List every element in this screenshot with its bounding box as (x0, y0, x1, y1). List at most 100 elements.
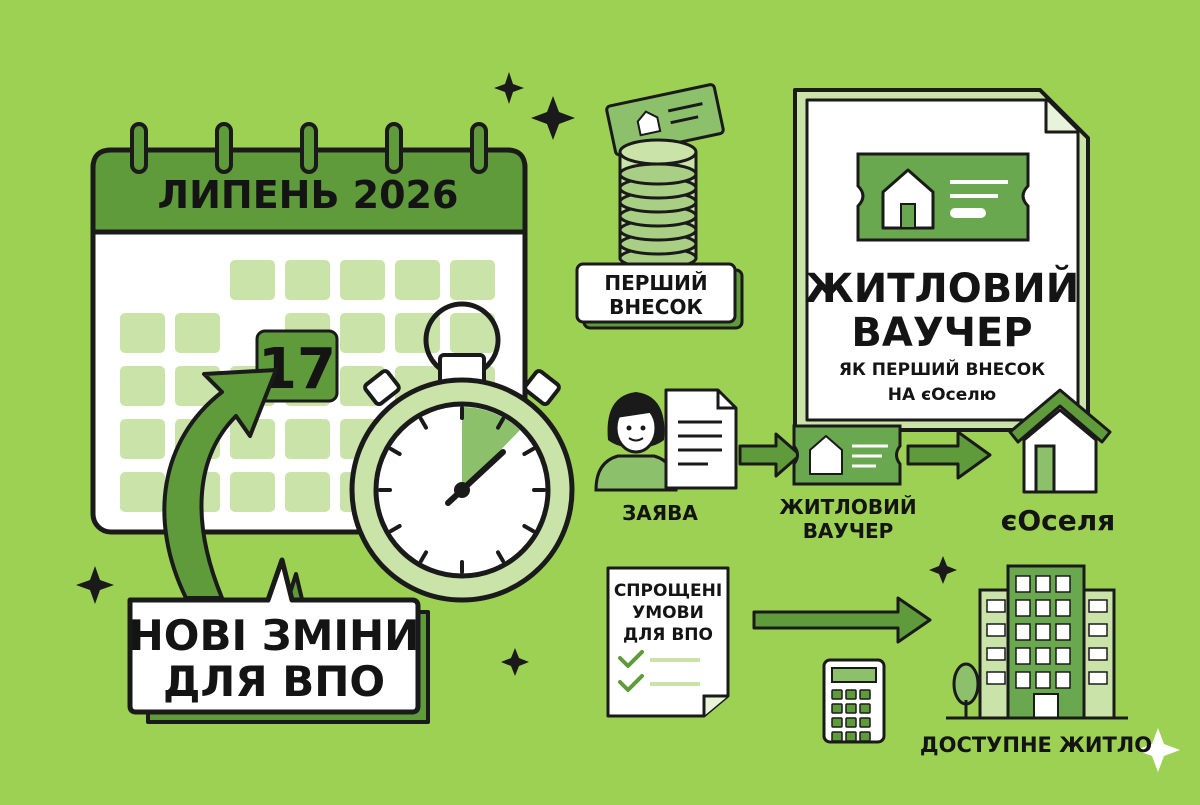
calendar-day-cell (285, 419, 330, 459)
calculator-key (845, 689, 857, 700)
building-window (986, 671, 1006, 685)
voucher-label-line2: ВАУЧЕР (803, 519, 894, 543)
sparkle-icons (76, 72, 1180, 772)
calendar-day-cell (395, 260, 440, 300)
building-window (1088, 671, 1108, 685)
calendar-day-cell (285, 472, 330, 512)
building-window (1015, 599, 1031, 617)
check-icon (618, 650, 644, 668)
news-badge-line1: НОВІ ЗМІНИ (129, 611, 420, 660)
building-window (1035, 575, 1051, 593)
calendar-month-title: ЛИПЕНЬ 2026 (158, 173, 459, 217)
calculator-key (845, 703, 857, 714)
voucher-subtitle-line2: НА єОселю (888, 385, 996, 405)
building-window (1035, 623, 1051, 641)
calendar-day-cell (120, 419, 165, 459)
arrow-right-icon (906, 430, 992, 480)
calculator-key (859, 717, 871, 728)
coin-stack-icon (605, 83, 725, 270)
calculator-key (831, 703, 843, 714)
voucher-small-ticket-icon (792, 424, 902, 486)
building-window (1055, 671, 1071, 689)
building-window (1015, 671, 1031, 689)
affordable-housing-label: ДОСТУПНЕ ЖИТЛО (920, 733, 1152, 757)
sparkle-icon (501, 648, 529, 676)
calendar-day-cell (340, 260, 385, 300)
stopwatch-tick (419, 416, 428, 430)
voucher-ticket-icon (856, 152, 1030, 242)
stopwatch-tick (496, 550, 505, 564)
calculator-key (831, 689, 843, 700)
calculator-key (859, 703, 871, 714)
eoselia-label: єОселя (1001, 504, 1115, 537)
calendar-day-cell (450, 313, 495, 353)
calendar-day-cell (230, 260, 275, 300)
first-payment-line1: ПЕРШИЙ (604, 271, 707, 295)
stopwatch-tick (388, 447, 402, 456)
applicant-avatar (594, 392, 678, 492)
sparkle-icon (494, 72, 524, 104)
stopwatch-tick (496, 416, 505, 430)
checklist-document: СПРОЩЕНІ УМОВИ ДЛЯ ВПО (606, 566, 730, 718)
building-window (986, 599, 1006, 613)
calendar-day-cell (230, 419, 275, 459)
first-payment-label: ПЕРШИЙ ВНЕСОК (575, 262, 744, 330)
building-window (1015, 575, 1031, 593)
apartment-building-icon (946, 564, 1128, 720)
coin-edge (618, 162, 698, 186)
voucher-label-line1: ЖИТЛОВИЙ (779, 495, 916, 519)
sparkle-icon (531, 96, 575, 140)
building-window (1015, 623, 1031, 641)
calendar-day-cell (340, 313, 385, 353)
arrow-right-icon (752, 596, 932, 644)
building-window (1035, 647, 1051, 665)
building-window (1088, 623, 1108, 637)
stopwatch-icon (349, 301, 575, 603)
sparkle-icon (929, 556, 957, 584)
calculator-key (845, 717, 857, 728)
calendar-day-cell (450, 260, 495, 300)
stopwatch-tick (522, 447, 536, 456)
calendar-highlight-day (255, 329, 339, 403)
house-icon (1008, 388, 1112, 494)
calendar-day-cell (175, 313, 220, 353)
building-window (1035, 671, 1051, 689)
tree-icon (952, 662, 980, 718)
calculator-key (831, 717, 843, 728)
building-window (1055, 599, 1071, 617)
checklist-line1: СПРОЩЕНІ (614, 581, 722, 601)
building-window (1055, 575, 1071, 593)
calendar-day-cell (120, 313, 165, 353)
voucher-subtitle-line1: ЯК ПЕРШИЙ ВНЕСОК (839, 358, 1045, 380)
calendar-day-cell (285, 260, 330, 300)
calculator-key (831, 731, 843, 742)
stopwatch-tick (522, 524, 536, 533)
building-window (1015, 647, 1031, 665)
checklist-line2: УМОВИ (632, 603, 704, 623)
voucher-title-line1: ЖИТЛОВИЙ (805, 264, 1079, 312)
sparkle-icon (76, 566, 114, 604)
calculator-key (845, 731, 857, 742)
voucher-title-line2: ВАУЧЕР (851, 310, 1032, 356)
building-window (986, 623, 1006, 637)
application-document-icon (664, 388, 738, 490)
calendar-day-cell (230, 472, 275, 512)
building-window (1088, 599, 1108, 613)
building-window (986, 647, 1006, 661)
application-label: ЗАЯВА (622, 501, 698, 525)
building-window (1035, 599, 1051, 617)
calculator-key (859, 689, 871, 700)
calendar-day-cell (120, 366, 165, 406)
checklist-line3: ДЛЯ ВПО (623, 625, 713, 645)
calculator-key (859, 731, 871, 742)
arrow-right-icon (738, 432, 802, 478)
curved-arrow-icon (162, 368, 278, 600)
news-badge: НОВІ ЗМІНИ ДЛЯ ВПО (127, 557, 430, 724)
building-window (1088, 647, 1108, 661)
stopwatch-tick (419, 550, 428, 564)
sparkle-icon (1136, 728, 1180, 772)
building-window (1055, 623, 1071, 641)
calculator-icon (822, 658, 886, 744)
